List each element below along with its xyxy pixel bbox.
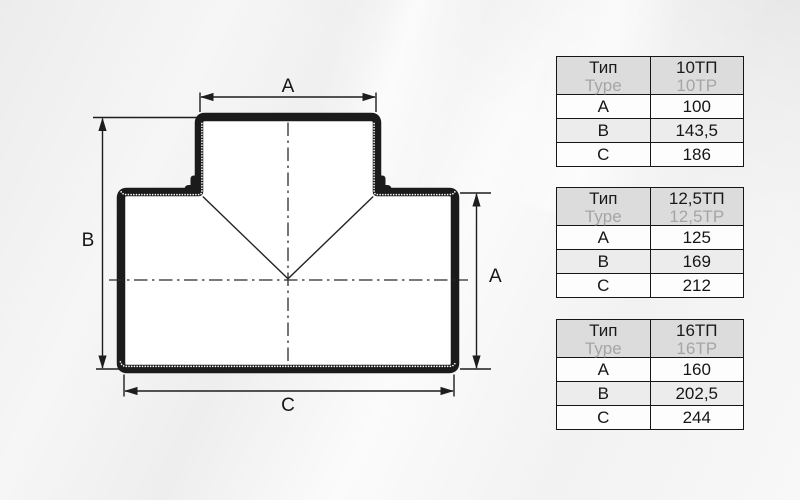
- dimension-body-height: [460, 192, 491, 370]
- table-row: C 212: [556, 273, 744, 298]
- table-row: A 160: [556, 357, 744, 382]
- table-row: A 100: [556, 94, 744, 119]
- table-row: B 202,5: [556, 381, 744, 406]
- table-row: C 244: [556, 405, 744, 430]
- row-label-cell: A: [556, 94, 651, 119]
- dim-label-overall-length: C: [281, 395, 295, 416]
- dim-label-body-height: A: [489, 266, 502, 287]
- row-label-cell: B: [556, 381, 651, 406]
- type-label-en: Type: [584, 207, 622, 226]
- row-value-cell: 125: [649, 225, 744, 250]
- row-value-cell: 160: [649, 357, 744, 382]
- left-collar: [184, 175, 200, 193]
- weld-v-lines: [202, 195, 374, 280]
- table-row: B 169: [556, 249, 744, 274]
- row-label-cell: A: [556, 225, 651, 250]
- model-label-en: 10TP: [676, 76, 718, 95]
- table-header-row: Тип Type 12,5ТП 12,5TP: [556, 187, 744, 226]
- dimension-overall-height: [93, 116, 197, 370]
- row-value-cell: 202,5: [649, 381, 744, 406]
- row-label-cell: C: [556, 142, 651, 167]
- table-row: B 143,5: [556, 118, 744, 143]
- model-label-en: 16TP: [676, 339, 718, 358]
- type-label-ru: Тип: [589, 58, 618, 77]
- row-value-cell: 244: [649, 405, 744, 430]
- row-value-cell: 212: [649, 273, 744, 298]
- row-label-cell: C: [556, 273, 651, 298]
- table-header-row: Тип Type 10ТП 10TP: [556, 56, 744, 95]
- model-label-en: 12,5TP: [669, 207, 725, 226]
- model-label-ru: 16ТП: [675, 321, 718, 340]
- row-value-cell: 169: [649, 249, 744, 274]
- model-label-ru: 12,5ТП: [668, 189, 725, 208]
- row-value-cell: 186: [649, 142, 744, 167]
- type-header-cell: Тип Type: [556, 56, 651, 95]
- type-header-cell: Тип Type: [556, 319, 651, 358]
- size-table-16tp: Тип Type 16ТП 16TP A 160 B 202,5 C 244: [556, 319, 744, 430]
- type-label-ru: Тип: [589, 321, 618, 340]
- table-row: C 186: [556, 142, 744, 167]
- row-label-cell: A: [556, 357, 651, 382]
- type-label-en: Type: [584, 339, 622, 358]
- dim-label-overall-height: B: [82, 230, 95, 251]
- right-collar: [376, 175, 392, 193]
- centerlines: [109, 122, 468, 364]
- table-row: A 125: [556, 225, 744, 250]
- type-label-ru: Тип: [589, 189, 618, 208]
- dimension-overall-length: [123, 374, 455, 397]
- dim-label-branch-width: A: [282, 76, 295, 97]
- tee-fitting-drawing: A B A C: [82, 76, 502, 416]
- model-label-ru: 10ТП: [675, 58, 718, 77]
- size-table-10tp: Тип Type 10ТП 10TP A 100 B 143,5 C 186: [556, 56, 744, 167]
- type-label-en: Type: [584, 76, 622, 95]
- row-label-cell: B: [556, 249, 651, 274]
- model-header-cell: 10ТП 10TP: [649, 56, 744, 95]
- row-label-cell: C: [556, 405, 651, 430]
- dimension-branch-width: [199, 92, 377, 112]
- row-value-cell: 143,5: [649, 118, 744, 143]
- row-value-cell: 100: [649, 94, 744, 119]
- model-header-cell: 12,5ТП 12,5TP: [649, 187, 744, 226]
- size-table-12-5tp: Тип Type 12,5ТП 12,5TP A 125 B 169 C 212: [556, 187, 744, 298]
- knurl-dots: [119, 122, 457, 368]
- model-header-cell: 16ТП 16TP: [649, 319, 744, 358]
- row-label-cell: B: [556, 118, 651, 143]
- table-header-row: Тип Type 16ТП 16TP: [556, 319, 744, 358]
- type-header-cell: Тип Type: [556, 187, 651, 226]
